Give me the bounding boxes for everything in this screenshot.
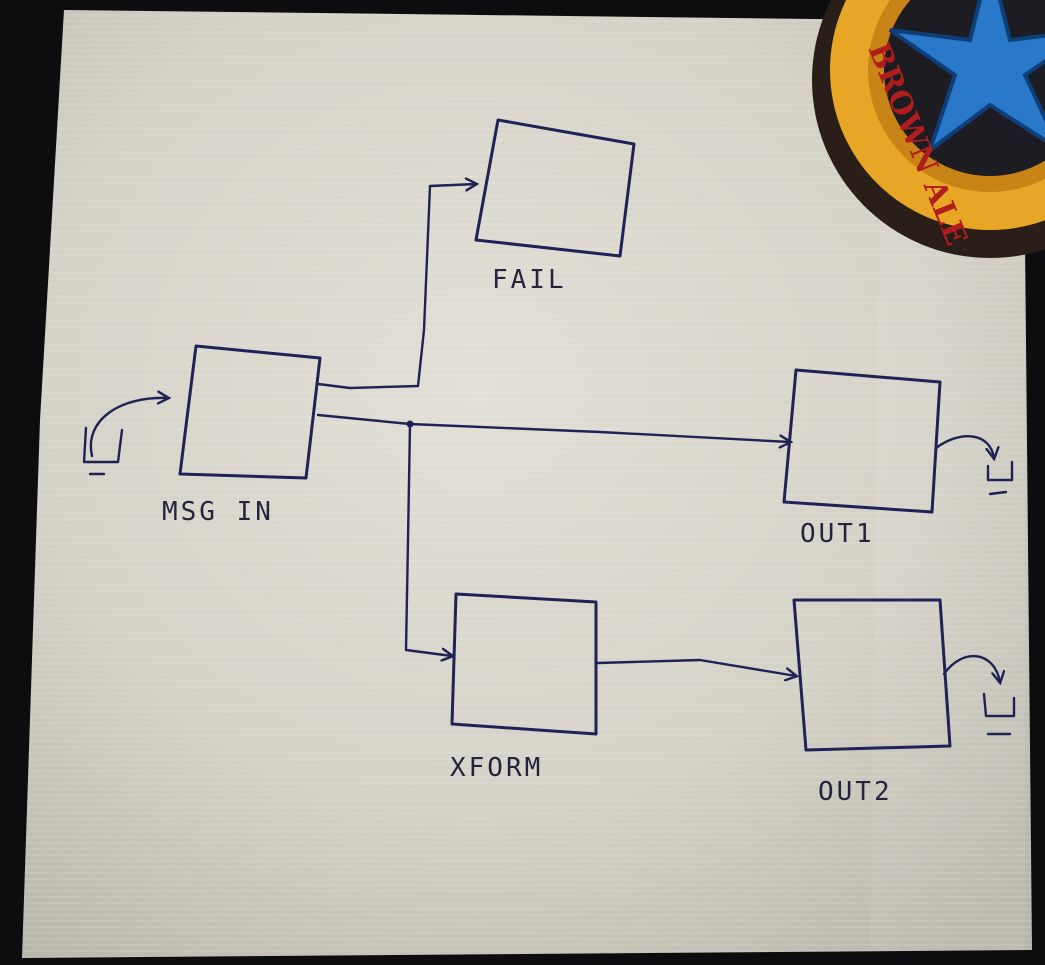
node-msg-in: MSG IN	[162, 344, 322, 527]
msg-in-input-stub	[82, 426, 124, 476]
diagram-edges	[82, 184, 1016, 736]
node-msg-in-label: MSG IN	[162, 497, 274, 527]
out2-output-stub	[982, 692, 1016, 736]
node-xform-label: XFORM	[450, 753, 543, 783]
node-out1-box	[782, 368, 942, 514]
branch-junction	[406, 420, 414, 428]
node-out2: OUT2	[792, 598, 952, 807]
node-fail-box	[474, 118, 636, 258]
msg-in-input-arc	[89, 398, 168, 458]
edge-msg-in-to-fail	[316, 184, 476, 390]
node-out2-label: OUT2	[818, 777, 893, 807]
node-out1-label: OUT1	[800, 519, 875, 549]
edge-msg-in-to-xform	[404, 422, 452, 656]
diagram-nodes: MSG IN FAIL OUT1 XFORM OUT2	[162, 118, 952, 807]
node-xform: XFORM	[450, 592, 598, 783]
out2-output-arc	[942, 655, 1000, 682]
node-xform-box	[450, 592, 598, 736]
edge-xform-to-out2	[596, 658, 796, 676]
node-out2-box	[792, 598, 952, 752]
beer-coaster: BROWN ALE	[812, 0, 1045, 258]
node-fail-label: FAIL	[492, 265, 567, 295]
napkin	[22, 10, 1032, 958]
edge-msg-in-to-out1	[316, 413, 790, 442]
node-out1: OUT1	[782, 368, 942, 549]
node-fail: FAIL	[474, 118, 636, 295]
out1-output-stub	[986, 460, 1014, 496]
node-msg-in-box	[178, 344, 322, 480]
out1-output-arc	[934, 435, 994, 458]
